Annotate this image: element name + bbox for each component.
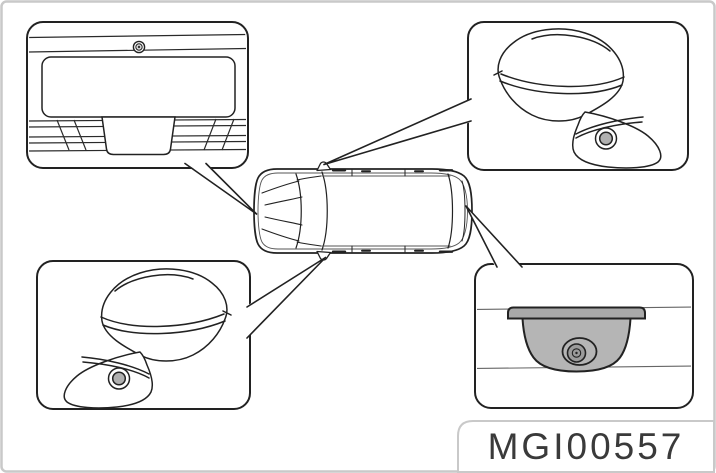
figure-code-border (457, 420, 715, 473)
figure-code-text: MGI00557 (488, 426, 685, 467)
grille-slat-ticks (56, 118, 235, 151)
figure-code-box: MGI00557 (457, 420, 715, 473)
rear-camera-lens-outer (561, 337, 598, 366)
car-door-handles (361, 170, 424, 252)
car-windshield-top (321, 171, 328, 251)
car-rear-inner (461, 180, 466, 242)
grille-hood-line-1 (29, 33, 246, 39)
wedge-left-mirror-lines (246, 256, 327, 339)
leader-wedges (184, 98, 523, 339)
car-top-view (253, 161, 473, 261)
wedge-right-mirror-lines (323, 98, 472, 166)
callout-box-front (26, 21, 249, 169)
car-roof-rails (331, 169, 454, 253)
car-a-pillar-top (296, 175, 322, 181)
car-a-pillar-bottom (296, 241, 322, 247)
grille-center-bracket (101, 116, 176, 156)
rear-tailgate-camera-close-up (477, 306, 691, 373)
front-grille-camera-close-up (29, 33, 246, 156)
rear-camera-lens-inner (571, 348, 582, 358)
wedge-front-lines (184, 162, 258, 215)
car-body-inner-outline (257, 172, 468, 250)
car-hood-creases (261, 180, 303, 242)
rear-camera-flange (507, 306, 646, 320)
rear-camera-lens-dot (575, 351, 578, 355)
wedge-rear-lines (465, 205, 523, 268)
car-rear-window (447, 173, 454, 249)
front-camera-dot (137, 45, 141, 49)
car-b-pillars (351, 169, 406, 253)
car-body-outline (253, 168, 473, 254)
